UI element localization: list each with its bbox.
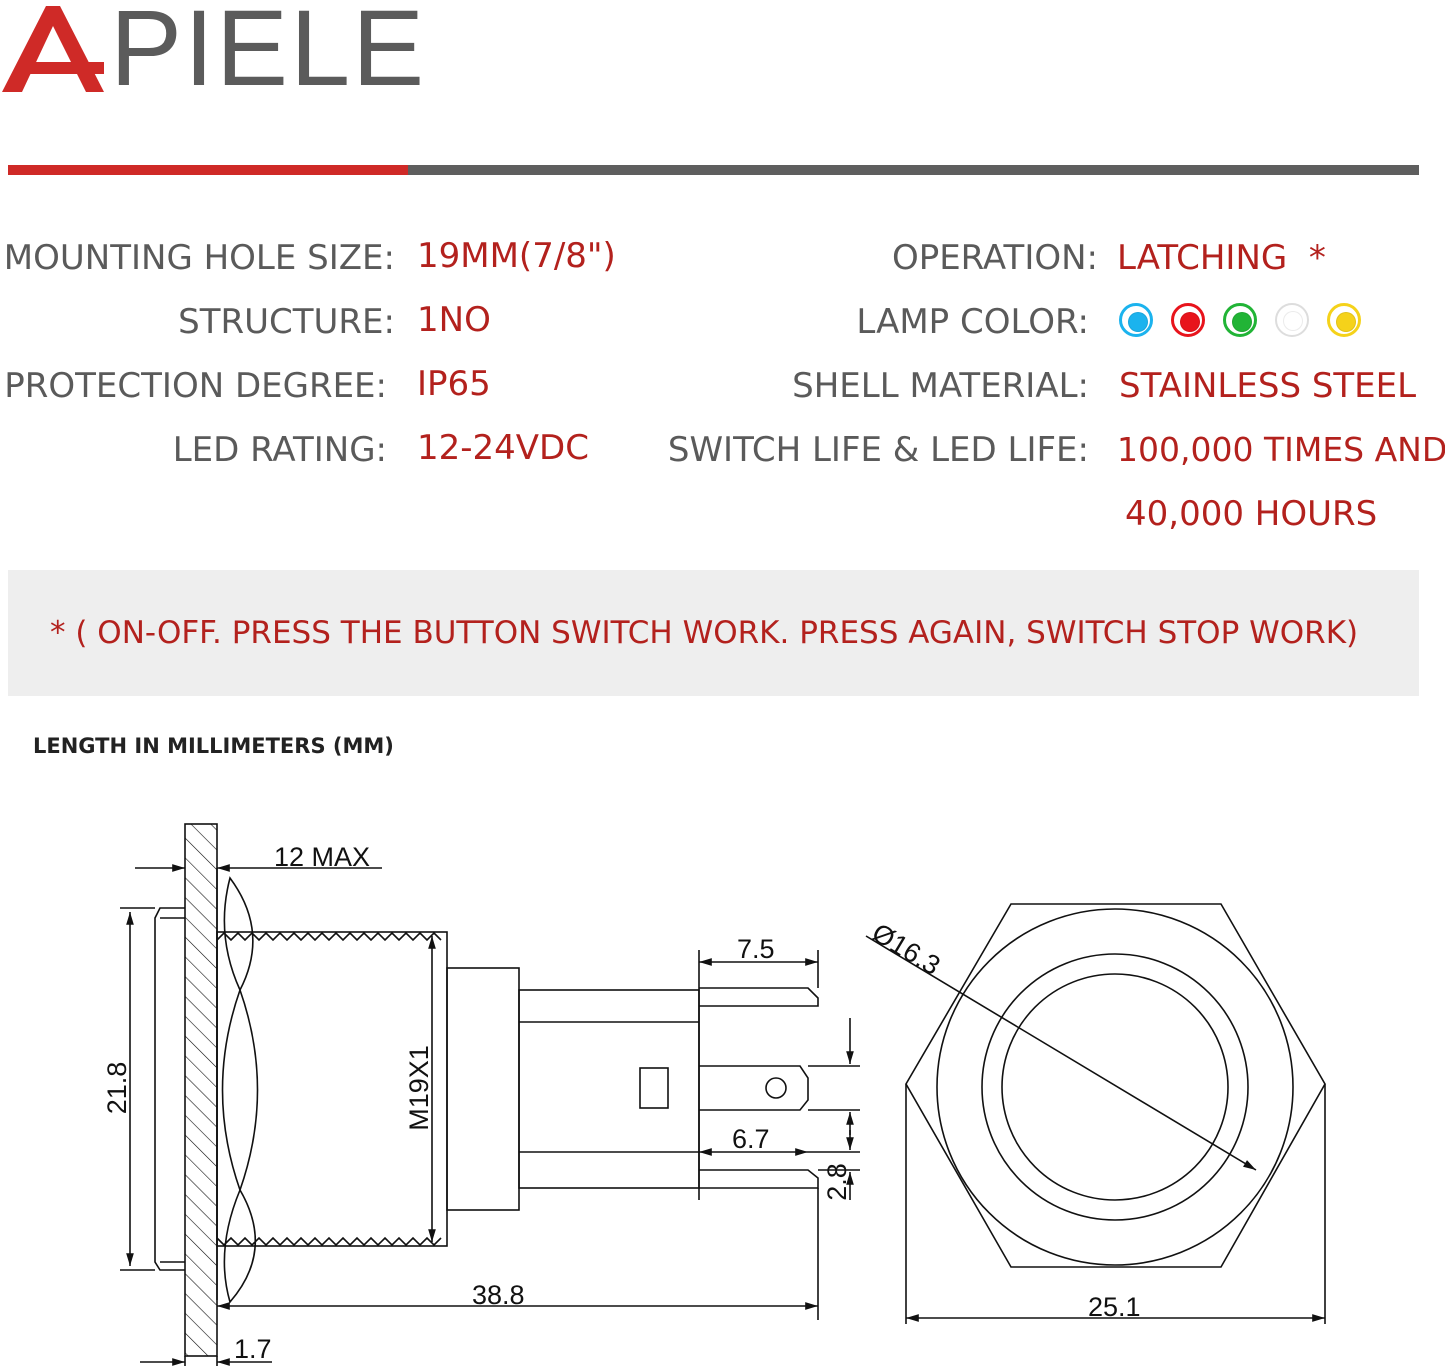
dimension-drawing: 12 MAX 21.8 M19X1 7.5 6.7 2.8 38.8 1.7 Ø… — [102, 823, 1326, 1366]
spec-value-operation: LATCHING * — [1117, 238, 1326, 278]
spec-label-mounting-hole: MOUNTING HOLE SIZE: — [3, 238, 395, 278]
dim-12-max: 12 MAX — [274, 842, 370, 872]
spec-label-structure: STRUCTURE: — [178, 302, 395, 342]
lamp-color-green-icon — [1223, 303, 1257, 337]
dim-6-7: 6.7 — [732, 1124, 770, 1154]
lamp-color-white-icon — [1275, 303, 1309, 337]
dim-38-8: 38.8 — [472, 1280, 525, 1310]
dim-21-8: 21.8 — [102, 1062, 132, 1115]
spec-value-life-line1: 100,000 TIMES AND — [1117, 430, 1445, 469]
spec-value-protection: IP65 — [417, 364, 491, 404]
brand-logo-text: PIELE — [110, 0, 427, 108]
dim-thread-m19x1: M19X1 — [404, 1045, 434, 1131]
lamp-color-red-icon — [1171, 303, 1205, 337]
note-panel — [8, 570, 1419, 696]
dim-25-1: 25.1 — [1088, 1292, 1141, 1322]
dim-7-5: 7.5 — [737, 934, 775, 964]
spec-value-mounting-hole: 19MM(7/8") — [417, 236, 616, 276]
dim-1-7: 1.7 — [234, 1334, 272, 1364]
spec-label-life: SWITCH LIFE & LED LIFE: — [667, 430, 1089, 470]
lamp-color-blue-icon — [1119, 303, 1153, 337]
dim-2-8: 2.8 — [822, 1163, 852, 1201]
spec-label-operation: OPERATION: — [891, 238, 1098, 278]
header-divider-red — [8, 165, 408, 175]
spec-label-shell-material: SHELL MATERIAL: — [792, 366, 1089, 406]
spec-value-led-rating: 12-24VDC — [417, 428, 589, 468]
spec-label-led-rating: LED RATING: — [172, 430, 387, 470]
spec-value-life-line2: 40,000 HOURS — [1125, 494, 1378, 534]
dim-diameter-16-3: Ø16.3 — [867, 917, 946, 981]
spec-value-structure: 1NO — [417, 300, 491, 340]
operation-note: * ( ON-OFF. PRESS THE BUTTON SWITCH WORK… — [50, 615, 1359, 651]
spec-value-shell-material: STAINLESS STEEL — [1119, 366, 1417, 406]
drawing-heading: LENGTH IN MILLIMETERS (MM) — [33, 734, 394, 758]
spec-label-protection: PROTECTION DEGREE: — [4, 366, 387, 406]
header-divider-gray — [408, 165, 1419, 175]
brand-logo-mark — [2, 6, 104, 92]
lamp-color-yellow-icon — [1327, 303, 1361, 337]
spec-label-lamp-color: LAMP COLOR: — [856, 302, 1089, 342]
